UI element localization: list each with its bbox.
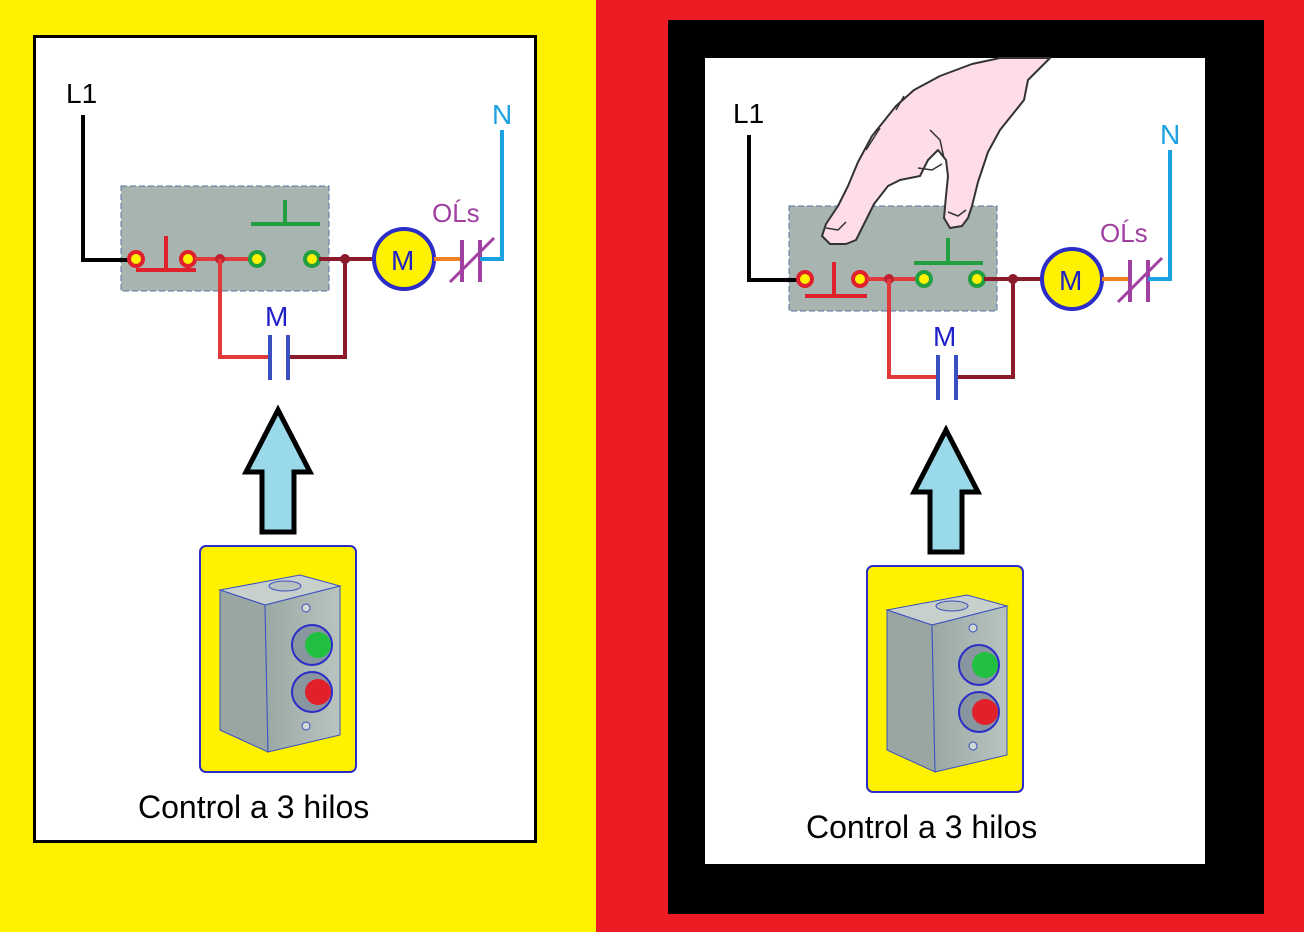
n-label: N	[492, 99, 512, 130]
right-circuit: L1 M M	[733, 57, 1180, 845]
contact-label: M	[265, 301, 288, 332]
neutral-wire	[1148, 150, 1172, 281]
caption: Control a 3 hilos	[138, 789, 369, 825]
up-arrow	[241, 404, 315, 535]
motor-label: M	[391, 245, 414, 276]
holding-contact-symbol	[936, 355, 958, 400]
contact-label: M	[933, 321, 956, 352]
l1-label: L1	[66, 78, 97, 109]
holding-branch-return	[290, 259, 347, 359]
holding-branch-return	[958, 279, 1015, 379]
hand-icon	[821, 57, 1051, 245]
l1-label: L1	[733, 98, 764, 129]
start-button-symbol	[248, 200, 321, 268]
n-label: N	[1160, 119, 1180, 150]
pushbutton-station-image	[199, 545, 357, 773]
l1-wire	[81, 115, 136, 262]
stop-button-symbol	[796, 262, 869, 298]
l1-wire	[747, 135, 805, 282]
pushbutton-station-image	[866, 565, 1024, 793]
neutral-wire	[480, 130, 504, 261]
holding-branch-wire	[887, 279, 936, 379]
pushbutton-enclosure	[120, 185, 330, 292]
start-button-symbol	[914, 238, 986, 288]
left-circuit: L1 M M	[66, 78, 512, 825]
overload-label: OĹs	[432, 198, 480, 228]
caption: Control a 3 hilos	[806, 809, 1037, 845]
holding-contact-symbol	[268, 335, 290, 380]
overload-label: OĹs	[1100, 218, 1148, 248]
up-arrow	[909, 424, 983, 555]
motor-label: M	[1059, 265, 1082, 296]
holding-branch-wire	[218, 259, 268, 359]
